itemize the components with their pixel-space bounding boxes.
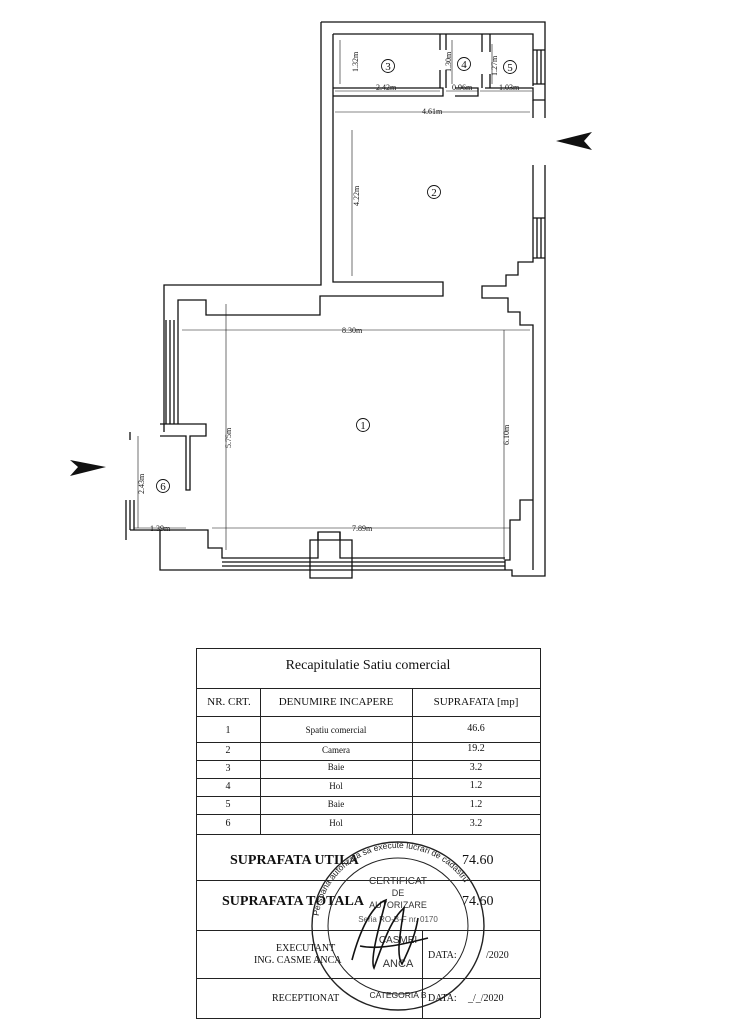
row-3-nr: 3 [225, 763, 231, 774]
table-border-header [196, 716, 540, 717]
right-wall-lower [504, 499, 533, 570]
window-left [165, 320, 175, 424]
row-6-name: Hol [329, 818, 343, 828]
room-4-number: 4 [461, 59, 467, 71]
dim-8-30: 8.30m [342, 326, 363, 335]
table-border-right [540, 648, 541, 1018]
entrance-arrow-left-icon [556, 132, 592, 150]
table-border-title [196, 688, 540, 689]
dim-1-03: 1.03m [499, 83, 520, 92]
data-value-2: _/_/2020 [468, 993, 504, 1004]
plan-walls [125, 21, 546, 579]
executant-label: EXECUTANT [276, 943, 336, 954]
dim-2-43: 2.43m [137, 473, 146, 494]
hol-6-walls [125, 423, 207, 540]
window-room-2 [533, 217, 545, 259]
dim-4-22: 4.22m [352, 185, 361, 206]
row-3-name: Baie [327, 762, 345, 772]
partition-4-5 [481, 34, 491, 88]
right-wall-upper [481, 100, 534, 570]
row-5-nr: 5 [225, 799, 231, 810]
floor-plan: 1.32m 1.30m 1.27m 2.42m 0.96m 1.03m 4.61… [70, 21, 592, 579]
row-3-area: 3.2 [469, 762, 483, 773]
front-wall [160, 529, 505, 559]
partition-3-4 [439, 34, 447, 88]
total-value: 74.60 [462, 894, 494, 909]
util-label: SUPRAFATA UTILA [230, 853, 359, 868]
dim-2-42: 2.42m [376, 83, 397, 92]
room-3-circle [381, 59, 395, 73]
table-border-r2 [196, 760, 540, 761]
dim-1-27: 1.27m [490, 55, 499, 76]
entrance-arrow-right-icon [70, 460, 106, 476]
table-border-r5 [196, 814, 540, 815]
table-border-util [196, 880, 540, 881]
header-area: SUPRAFATA [mp] [433, 696, 519, 708]
row-5-name: Baie [327, 799, 345, 809]
window-bath-5 [533, 49, 545, 85]
inner-wall [177, 33, 534, 424]
room-1-circle [356, 418, 370, 432]
table-title: Recapitulatie Satiu comercial [285, 658, 451, 673]
header-nr: NR. CRT. [207, 696, 251, 708]
room-markers [156, 57, 517, 493]
table-border-r1 [196, 742, 540, 743]
table-border-r3 [196, 778, 540, 779]
room-2-circle [427, 185, 441, 199]
row-6-nr: 6 [225, 818, 231, 829]
room-6-number: 6 [160, 481, 166, 493]
row-1-name: Spatiu comercial [305, 725, 367, 735]
room-5-circle [503, 60, 517, 74]
table-col-divider-1 [260, 688, 261, 834]
header-name: DENUMIRE INCAPERE [278, 696, 394, 708]
row-6-area: 3.2 [469, 818, 483, 829]
room-6-circle [156, 479, 170, 493]
dim-1-32: 1.32m [351, 51, 360, 72]
row-4-name: Hol [329, 781, 343, 791]
dimension-lines [134, 40, 532, 560]
table-border-r4 [196, 796, 540, 797]
dim-1-30: 1.30m [444, 51, 453, 72]
data-label-2: DATA: [428, 993, 457, 1004]
outer-wall [129, 21, 546, 577]
dim-4-61: 4.61m [422, 107, 443, 116]
row-4-nr: 4 [225, 781, 231, 792]
util-value: 74.60 [462, 853, 494, 868]
row-2-nr: 2 [225, 745, 231, 756]
dim-1-39: 1.39m [150, 524, 171, 533]
row-1-area: 46.6 [467, 723, 485, 734]
table-col-divider-2 [412, 688, 413, 834]
receptionat-label: RECEPTIONAT [272, 993, 340, 1004]
executant-name: ING. CASME ANCA [254, 955, 342, 966]
row-5-area: 1.2 [469, 799, 483, 810]
row-2-area: 19.2 [467, 743, 485, 754]
row-4-area: 1.2 [469, 780, 483, 791]
room-2-number: 2 [431, 187, 437, 199]
table-border-total [196, 930, 540, 931]
data-value-1: /2020 [486, 950, 509, 961]
dim-7-89: 7.89m [352, 524, 373, 533]
front-glazing [222, 561, 505, 567]
row-1-nr: 1 [225, 725, 231, 736]
table-border-left [196, 648, 197, 1018]
row-2-name: Camera [322, 745, 350, 755]
room-3-number: 3 [385, 61, 391, 73]
summary-table: Recapitulatie Satiu comercial NR. CRT. D… [196, 648, 542, 1020]
table-border-bottom [196, 1018, 540, 1019]
room-5-number: 5 [507, 62, 513, 74]
dim-0-96: 0.96m [452, 83, 473, 92]
dim-6-10: 6.10m [502, 424, 511, 445]
data-label-1: DATA: [428, 950, 457, 961]
partition-bath-row [333, 87, 545, 101]
table-col-divider-3 [422, 930, 423, 1018]
room-4-circle [457, 57, 471, 71]
room-1-number: 1 [360, 420, 366, 432]
door-recess [309, 532, 353, 579]
table-border-top [196, 648, 540, 649]
total-label: SUPRAFATA TOTALA [222, 894, 364, 909]
dim-5-75: 5.75m [224, 427, 233, 448]
table-border-exec [196, 978, 540, 979]
table-border-r6 [196, 834, 540, 835]
